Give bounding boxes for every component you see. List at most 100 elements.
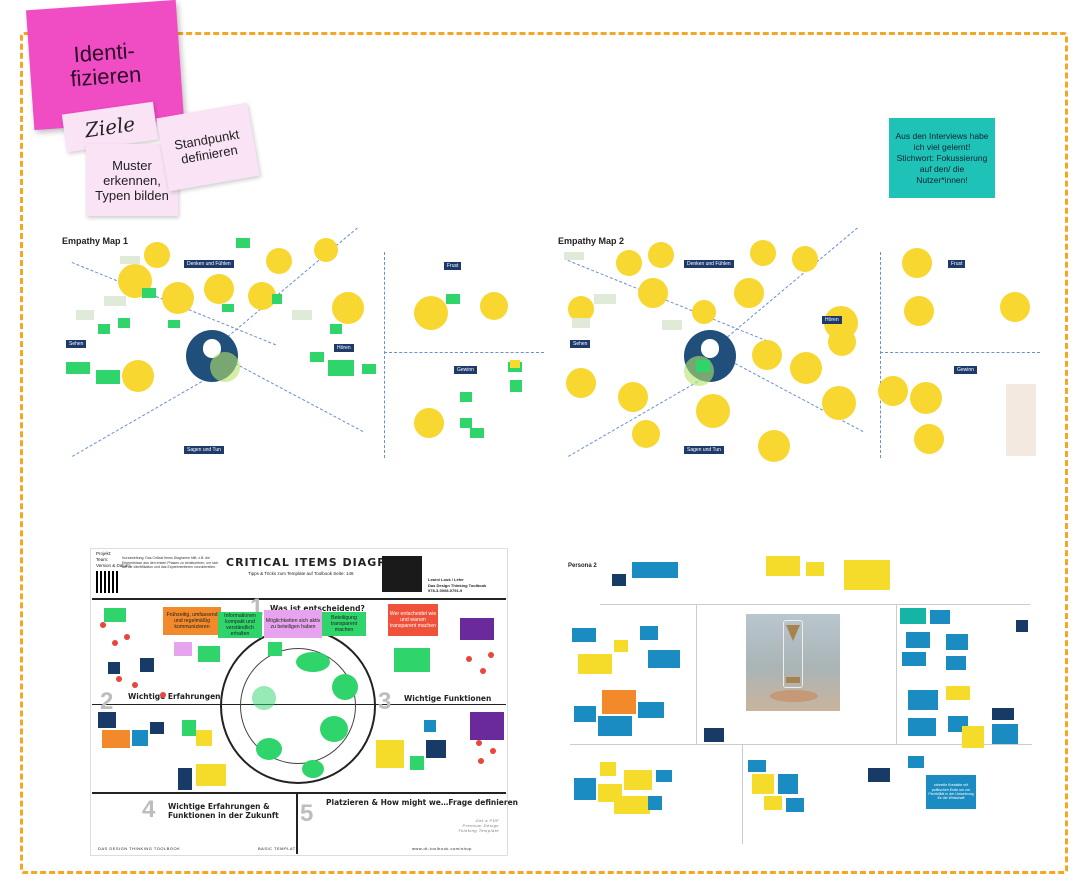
note-circle[interactable] [1000,292,1030,322]
note-circle[interactable] [256,738,282,760]
sticky-note[interactable] [648,796,662,810]
note-circle[interactable] [790,352,822,384]
note-circle[interactable] [210,352,240,382]
sticky-note[interactable] [778,774,798,794]
sticky-note[interactable] [946,656,966,670]
vote-dot[interactable] [100,622,106,628]
sticky-note[interactable] [696,360,710,372]
sticky-note[interactable] [394,648,430,672]
vote-dot[interactable] [112,640,118,646]
sticky-note[interactable]: schnelle Kontakte mit politischen Ende u… [926,775,976,809]
sticky-note[interactable] [902,652,926,666]
note-circle[interactable] [248,282,276,310]
sticky-note[interactable] [310,352,324,362]
sticky-note[interactable] [460,418,472,428]
sticky-note[interactable] [222,304,234,312]
note-circle[interactable] [618,382,648,412]
note-circle[interactable] [162,282,194,314]
sticky-note[interactable] [118,318,130,328]
sticky-note[interactable]: Frühzeitig, umfassend und regelmäßig kom… [163,607,221,635]
sticky-note[interactable] [600,762,616,776]
sticky-note[interactable] [868,768,890,782]
note-circle[interactable] [750,240,776,266]
note-circle[interactable] [752,340,782,370]
sticky-note[interactable] [446,294,460,304]
note-circle[interactable] [910,382,942,414]
note-circle[interactable] [568,296,594,322]
note-circle[interactable] [480,292,508,320]
vote-dot[interactable] [480,668,486,674]
sticky-note[interactable] [564,252,584,260]
sticky-note[interactable] [572,318,590,328]
note-circle[interactable] [822,386,856,420]
sticky-note[interactable] [424,720,436,732]
sticky-note[interactable] [908,756,924,768]
sticky-note[interactable] [198,646,220,662]
sticky-note[interactable] [766,556,800,576]
sticky-note[interactable] [196,730,212,746]
sticky-note[interactable] [908,718,936,736]
sticky-note[interactable] [640,626,658,640]
sticky-note[interactable] [656,770,672,782]
note-circle[interactable] [878,376,908,406]
sticky-note[interactable] [328,360,354,376]
sticky-note[interactable] [66,362,90,374]
sticky-note[interactable] [574,778,596,800]
note-circle[interactable] [204,274,234,304]
sticky-standpunkt[interactable]: Standpunkt definieren [156,102,260,192]
vote-dot[interactable] [160,692,166,698]
sticky-note[interactable] [460,392,472,402]
sticky-note[interactable]: Beteiligung transparent machen [322,612,366,636]
note-circle[interactable] [414,408,444,438]
sticky-note[interactable] [76,310,94,320]
sticky-note[interactable] [946,686,970,700]
note-circle[interactable] [758,430,790,462]
sticky-note[interactable] [376,740,404,768]
sticky-note[interactable] [908,690,938,710]
sticky-note[interactable] [362,364,376,374]
sticky-note[interactable] [120,256,140,264]
vote-dot[interactable] [490,748,496,754]
sticky-note[interactable] [174,642,192,656]
note-circle[interactable] [266,248,292,274]
note-circle[interactable] [122,360,154,392]
sticky-note[interactable] [168,320,180,328]
sticky-note[interactable] [292,310,312,320]
vote-dot[interactable] [466,656,472,662]
sticky-note[interactable] [98,712,116,728]
sticky-note[interactable] [132,730,148,746]
sticky-note[interactable] [578,654,612,674]
note-circle[interactable] [792,246,818,272]
sticky-note[interactable] [844,560,890,590]
sticky-note[interactable]: Informationen kompakt und verständlich e… [218,612,262,638]
sticky-note[interactable] [752,774,774,794]
sticky-muster-erkennen[interactable]: Muster erkennen, Typen bilden [86,144,178,216]
sticky-note[interactable] [236,238,250,248]
sticky-note[interactable] [946,634,968,650]
sticky-note[interactable]: Möglichkeiten sich aktiv zu beteiligen h… [264,610,322,638]
sticky-note[interactable] [102,730,130,748]
sticky-note[interactable] [410,756,424,770]
note-circle[interactable] [252,686,276,710]
sticky-note[interactable] [992,708,1014,720]
note-circle[interactable] [734,278,764,308]
note-circle[interactable] [414,296,448,330]
note-circle[interactable] [904,296,934,326]
sticky-note[interactable] [1016,620,1028,632]
sticky-note[interactable] [142,288,156,298]
vote-dot[interactable] [478,758,484,764]
vote-dot[interactable] [488,652,494,658]
note-circle[interactable] [828,328,856,356]
note-circle[interactable] [616,250,642,276]
sticky-note[interactable] [786,798,804,812]
note-circle[interactable] [314,238,338,262]
sticky-note[interactable] [764,796,782,810]
note-circle[interactable] [332,292,364,324]
note-circle[interactable] [638,278,668,308]
sticky-note[interactable] [992,724,1018,744]
sticky-note[interactable] [108,662,120,674]
sticky-note[interactable] [272,294,282,304]
vote-dot[interactable] [476,740,482,746]
sticky-note[interactable] [426,740,446,758]
sticky-note[interactable] [612,574,626,586]
